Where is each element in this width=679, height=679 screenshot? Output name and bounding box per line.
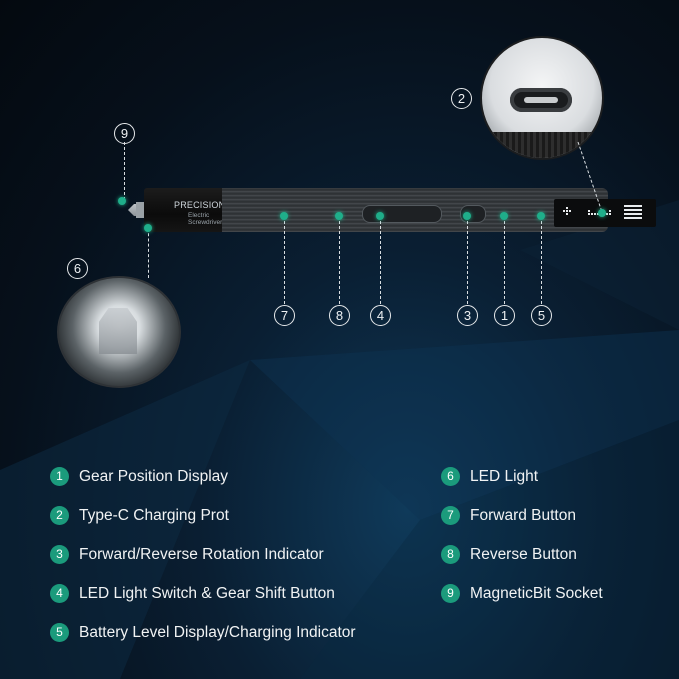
- dot-5: [537, 212, 545, 220]
- dot-8: [335, 212, 343, 220]
- dot-4: [376, 212, 384, 220]
- display-pixels: [563, 205, 642, 219]
- callout-5: 5: [531, 305, 552, 326]
- legend-label: Forward Button: [470, 506, 576, 524]
- callout-2: 2: [451, 88, 472, 109]
- dot-2: [598, 209, 606, 217]
- cap-subtitle-line1: Electric: [188, 212, 210, 219]
- leader-3: [467, 216, 468, 304]
- type-c-port-icon: [510, 88, 572, 112]
- legend-item-5: 5 Battery Level Display/Charging Indicat…: [50, 623, 356, 642]
- callout-9: 9: [114, 123, 135, 144]
- legend-num: 6: [441, 467, 460, 486]
- cap-subtitle-line2: Screwdriver: [188, 219, 223, 226]
- leader-4: [380, 216, 381, 304]
- legend-item-1: 1 Gear Position Display: [50, 467, 228, 486]
- leader-7: [284, 216, 285, 304]
- callout-4: 4: [370, 305, 391, 326]
- legend-num: 4: [50, 584, 69, 603]
- dot-1: [500, 212, 508, 220]
- legend-num: 2: [50, 506, 69, 525]
- legend-num: 7: [441, 506, 460, 525]
- legend-num: 1: [50, 467, 69, 486]
- legend-item-9: 9 MagneticBit Socket: [441, 584, 603, 603]
- legend-item-6: 6 LED Light: [441, 467, 538, 486]
- type-c-zoom: [480, 36, 604, 160]
- legend-item-3: 3 Forward/Reverse Rotation Indicator: [50, 545, 324, 564]
- legend-label: LED Light Switch & Gear Shift Button: [79, 584, 335, 602]
- dot-3: [463, 212, 471, 220]
- cap-subtitle: Electric Screwdriver: [188, 212, 222, 226]
- leader-9: [124, 142, 125, 200]
- legend-label: Reverse Button: [470, 545, 577, 563]
- callout-7: 7: [274, 305, 295, 326]
- legend-num: 5: [50, 623, 69, 642]
- legend-label: Battery Level Display/Charging Indicator: [79, 623, 356, 641]
- callout-1: 1: [494, 305, 515, 326]
- legend-item-7: 7 Forward Button: [441, 506, 576, 525]
- legend-label: Type-C Charging Prot: [79, 506, 229, 524]
- dot-9: [118, 197, 126, 205]
- screwdriver-cap: PRECISION Electric Screwdriver: [144, 188, 226, 232]
- legend-label: LED Light: [470, 467, 539, 485]
- leader-5: [541, 216, 542, 304]
- bit-socket: [136, 202, 146, 218]
- leader-1: [504, 216, 505, 304]
- callout-8: 8: [329, 305, 350, 326]
- led-zoom: [57, 276, 181, 388]
- legend-item-4: 4 LED Light Switch & Gear Shift Button: [50, 584, 335, 603]
- leader-8: [339, 216, 340, 304]
- legend-label: MagneticBit Socket: [470, 584, 603, 602]
- dot-6: [144, 224, 152, 232]
- callout-6: 6: [67, 258, 88, 279]
- led-light-icon: [99, 308, 137, 354]
- callout-3: 3: [457, 305, 478, 326]
- legend-num: 8: [441, 545, 460, 564]
- legend-item-2: 2 Type-C Charging Prot: [50, 506, 229, 525]
- dot-7: [280, 212, 288, 220]
- cap-title: PRECISION: [174, 200, 226, 210]
- legend-num: 3: [50, 545, 69, 564]
- legend-label: Gear Position Display: [79, 467, 229, 485]
- leader-6: [148, 228, 149, 278]
- legend-num: 9: [441, 584, 460, 603]
- legend-label: Forward/Reverse Rotation Indicator: [79, 545, 324, 563]
- legend-item-8: 8 Reverse Button: [441, 545, 577, 564]
